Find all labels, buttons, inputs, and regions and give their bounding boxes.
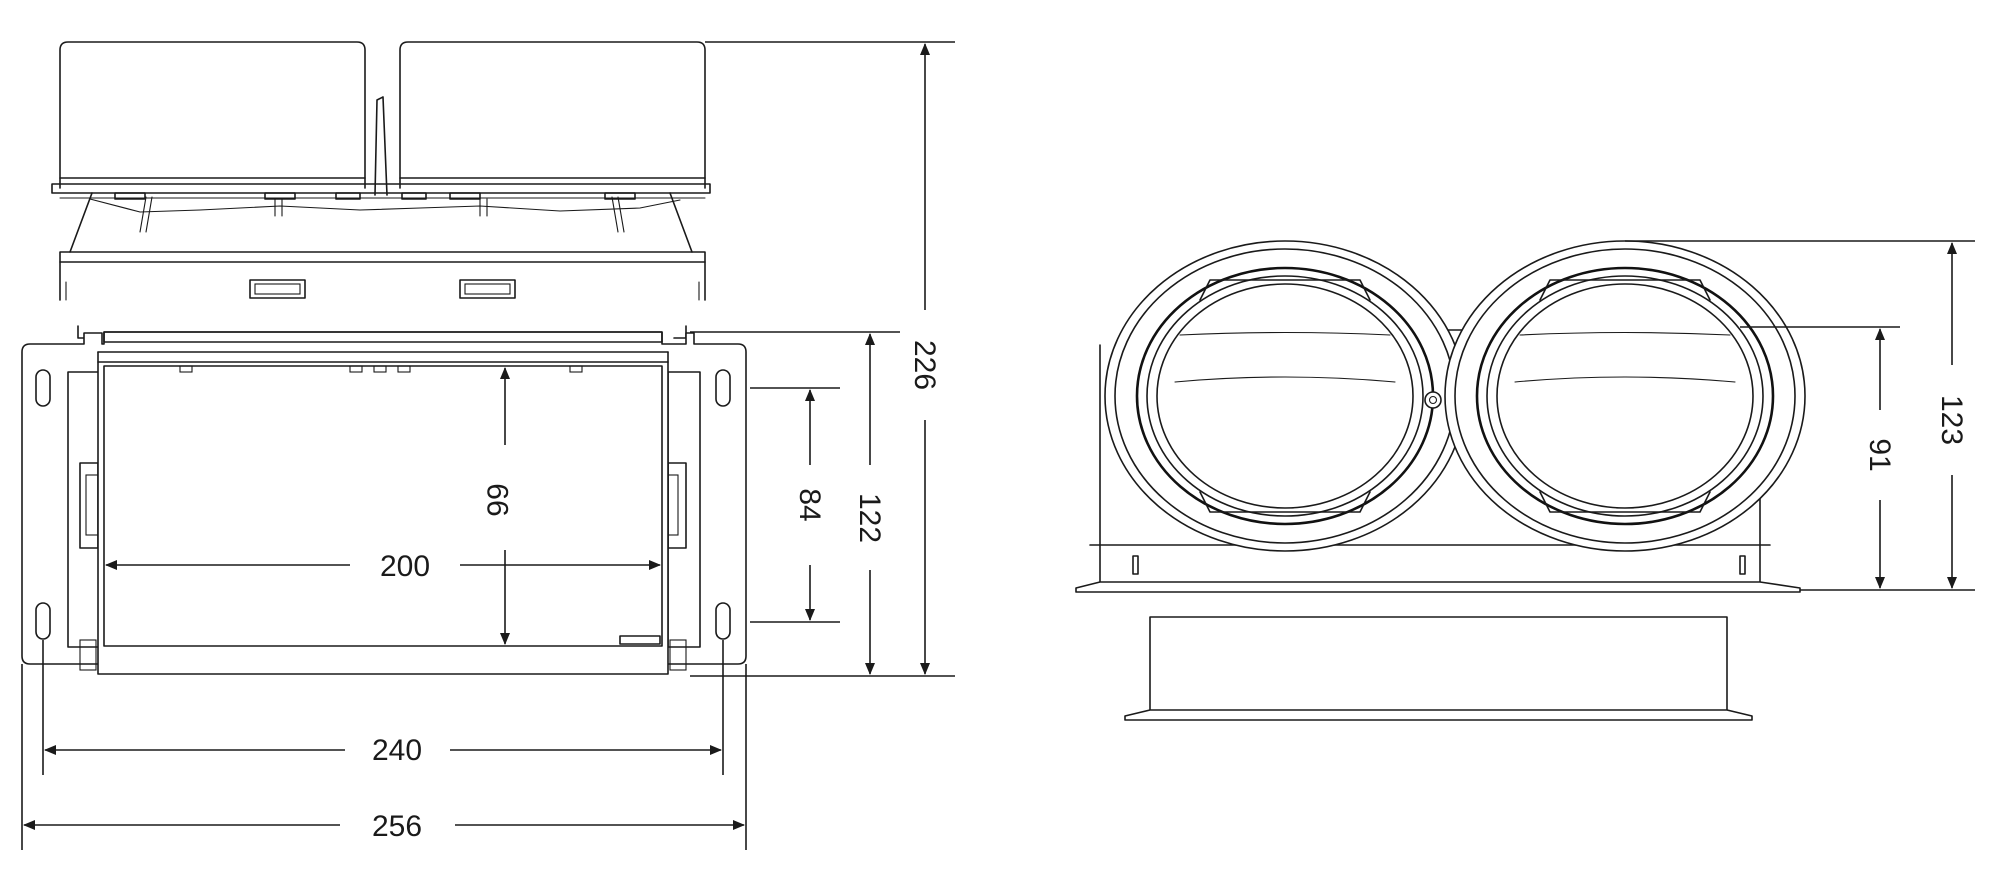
dim-240-label: 240 xyxy=(372,734,422,767)
side-view: 123 91 xyxy=(1075,240,1975,721)
top-junction-box-right xyxy=(399,41,706,189)
mounting-rail xyxy=(51,183,711,233)
center-fin xyxy=(374,96,388,196)
neck xyxy=(69,192,693,253)
dim-99-label: 99 xyxy=(482,483,515,516)
middle-band xyxy=(59,251,706,301)
duct-ring-right xyxy=(1444,240,1806,552)
dim-123-label: 123 xyxy=(1935,395,1968,445)
center-bolt xyxy=(1424,391,1442,409)
dim-200-label: 200 xyxy=(380,550,430,583)
side-base-plate xyxy=(1075,581,1801,593)
side-lower-cover xyxy=(1124,616,1753,721)
dim-84-label: 84 xyxy=(793,488,826,521)
top-junction-box-left xyxy=(59,41,366,189)
side-dimensions xyxy=(1625,240,1975,591)
dim-256-label: 256 xyxy=(372,810,422,843)
front-view: 200 99 84 122 226 240 256 xyxy=(21,41,955,850)
duct-ring-left xyxy=(1104,240,1466,552)
dim-122-label: 122 xyxy=(853,493,886,543)
mounting-slots xyxy=(35,369,731,640)
front-dimensions xyxy=(21,41,955,850)
main-body xyxy=(79,351,687,675)
dim-226-label: 226 xyxy=(908,340,941,390)
dim-91-label: 91 xyxy=(1863,438,1896,471)
